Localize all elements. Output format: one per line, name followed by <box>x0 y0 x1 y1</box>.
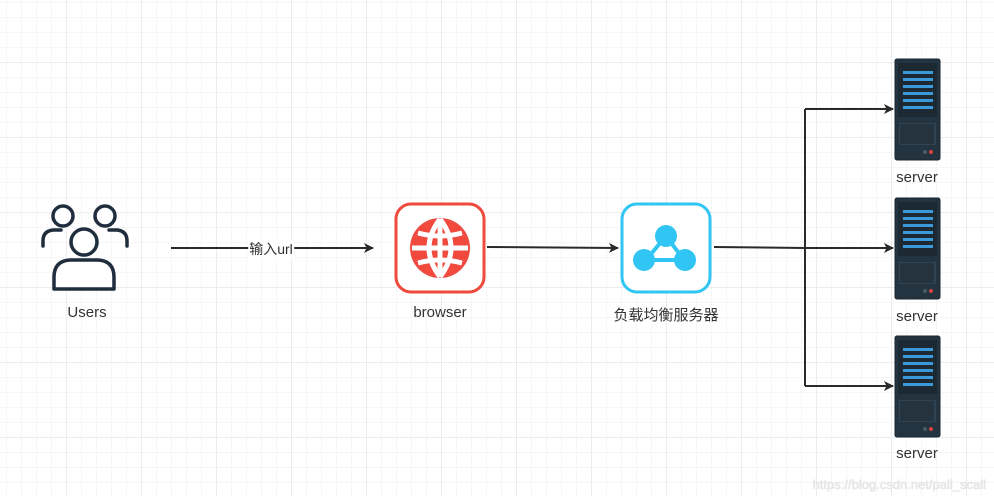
share-network-icon[interactable] <box>620 202 712 294</box>
server-label-2: server <box>896 308 938 325</box>
edge-label-input-url: 输入url <box>248 239 294 259</box>
load-balancer-label: 负载均衡服务器 <box>613 307 719 324</box>
globe-icon[interactable] <box>394 202 486 294</box>
edge-load-balancer-to-servers-trunk <box>713 109 806 386</box>
edges <box>171 104 894 391</box>
server-label-1: server <box>896 169 938 186</box>
server-label-3: server <box>896 445 938 462</box>
edge-browser-to-load-balancer <box>486 242 619 253</box>
server-rack-icon[interactable] <box>894 58 941 161</box>
users-label: Users <box>67 304 107 321</box>
server-rack-icon[interactable] <box>894 335 941 438</box>
browser-label: browser <box>413 304 467 321</box>
watermark: https://blog.csdn.net/pall_scall <box>812 477 986 492</box>
server-rack-icon[interactable] <box>894 197 941 300</box>
users-icon[interactable] <box>41 204 129 291</box>
